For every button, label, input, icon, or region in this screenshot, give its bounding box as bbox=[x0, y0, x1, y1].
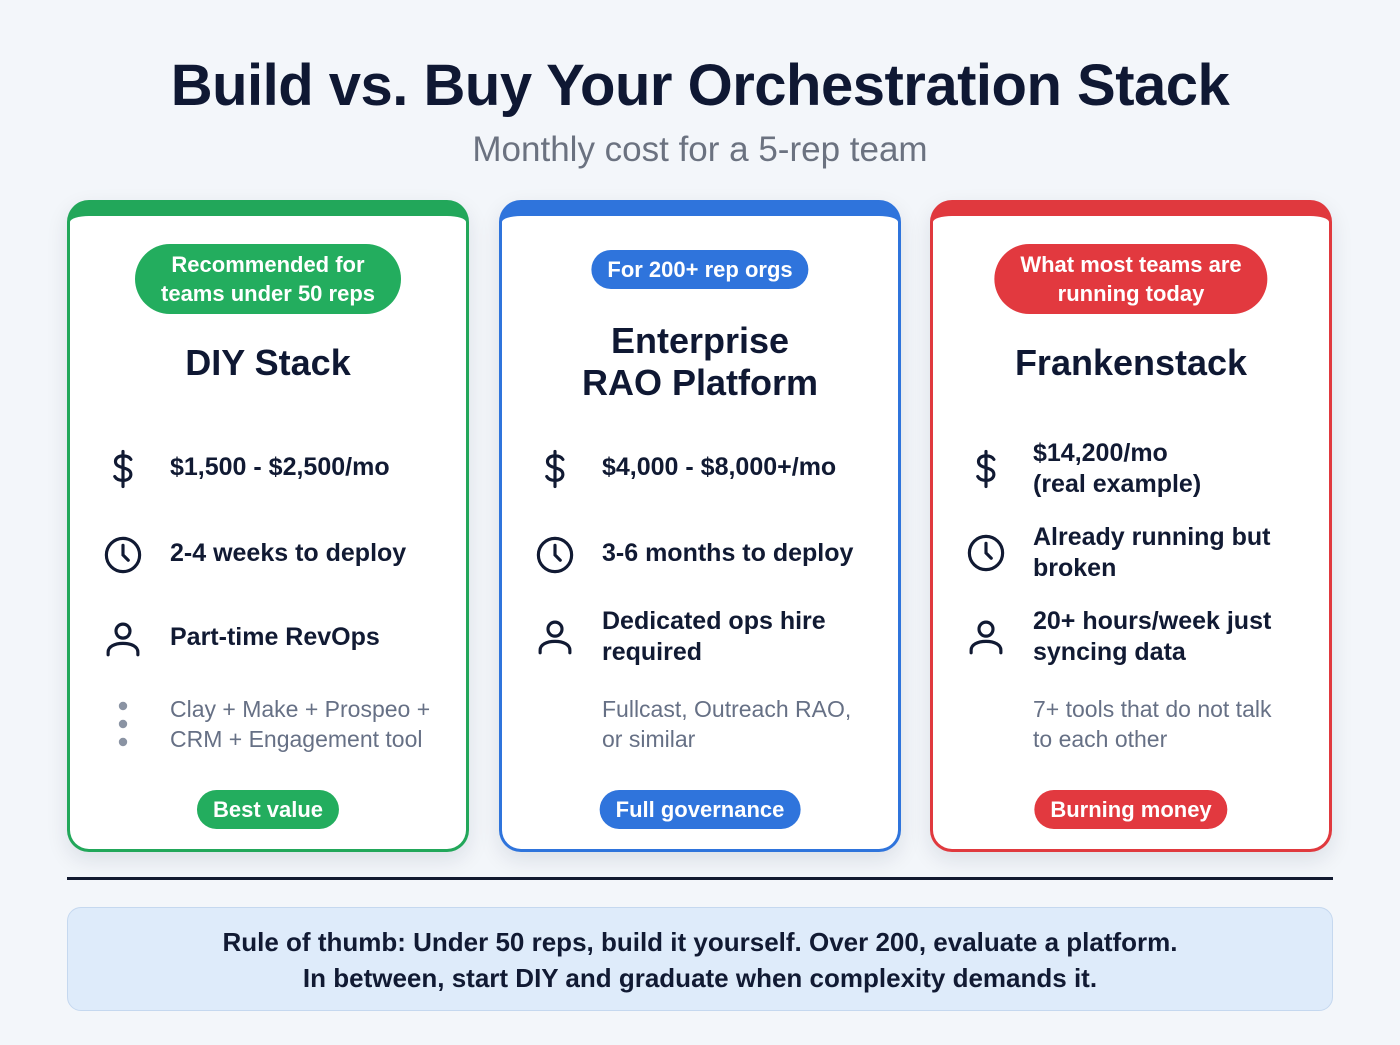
clock-icon bbox=[100, 532, 146, 578]
staff-row: 20+ hours/week just syncing data bbox=[963, 606, 1309, 668]
tools-text: 7+ tools that do not talk to each other bbox=[1033, 694, 1271, 754]
card-frankenstack: What most teams are running today Franke… bbox=[930, 200, 1332, 852]
cost-text: $4,000 - $8,000+/mo bbox=[602, 453, 837, 481]
staff-text: 20+ hours/week just syncing data bbox=[1033, 606, 1271, 668]
section-divider bbox=[67, 877, 1333, 880]
tools-line: CRM + Engagement tool bbox=[170, 726, 423, 752]
title-line: RAO Platform bbox=[581, 362, 819, 403]
user-icon bbox=[100, 616, 146, 662]
cost-text: $14,200/mo (real example) bbox=[1033, 438, 1201, 500]
page-subtitle: Monthly cost for a 5-rep team bbox=[472, 130, 928, 169]
title-line: Enterprise bbox=[610, 320, 790, 361]
dollar-icon bbox=[532, 446, 578, 492]
spacer bbox=[963, 694, 1009, 740]
deploy-text: 3-6 months to deploy bbox=[602, 539, 854, 567]
tools-row: 7+ tools that do not talk to each other bbox=[963, 694, 1309, 754]
dollar-icon bbox=[100, 446, 146, 492]
deploy-text: Already running but broken bbox=[1033, 522, 1271, 584]
burning-money-badge: Burning money bbox=[1034, 790, 1228, 829]
tools-line: or similar bbox=[602, 726, 696, 752]
tools-row: Clay + Make + Prospeo + CRM + Engagement… bbox=[100, 694, 446, 754]
best-value-badge: Best value bbox=[196, 790, 340, 829]
dots-icon bbox=[100, 694, 146, 754]
user-icon bbox=[963, 614, 1009, 660]
rule-of-thumb-callout: Rule of thumb: Under 50 reps, build it y… bbox=[67, 907, 1333, 1011]
recommended-tag: Recommended for teams under 50 reps bbox=[135, 244, 401, 314]
deploy-text: 2-4 weeks to deploy bbox=[170, 539, 407, 567]
tag-line: running today bbox=[1057, 281, 1205, 306]
deploy-row: Already running but broken bbox=[963, 522, 1309, 584]
deploy-row: 2-4 weeks to deploy bbox=[100, 532, 446, 578]
card-title: DIY Stack bbox=[185, 342, 351, 383]
cost-line: (real example) bbox=[1033, 470, 1202, 498]
tools-row: Fullcast, Outreach RAO, or similar bbox=[532, 694, 878, 754]
cost-text: $1,500 - $2,500/mo bbox=[170, 453, 390, 481]
cost-line: $14,200/mo bbox=[1033, 439, 1168, 467]
deploy-row: 3-6 months to deploy bbox=[532, 532, 878, 578]
cost-row: $14,200/mo (real example) bbox=[963, 438, 1309, 500]
card-title: Enterprise RAO Platform bbox=[502, 320, 898, 404]
card-diy-stack: Recommended for teams under 50 reps DIY … bbox=[67, 200, 469, 852]
tools-text: Clay + Make + Prospeo + CRM + Engagement… bbox=[170, 694, 430, 754]
callout-line: In between, start DIY and graduate when … bbox=[302, 963, 1098, 993]
full-governance-badge: Full governance bbox=[599, 790, 801, 829]
tag-line: Recommended for bbox=[171, 252, 365, 277]
staff-line: Dedicated ops hire bbox=[602, 607, 826, 635]
deploy-line: broken bbox=[1033, 554, 1117, 582]
card-title: Frankenstack bbox=[1014, 342, 1248, 383]
cost-row: $1,500 - $2,500/mo bbox=[100, 446, 446, 492]
cost-row: $4,000 - $8,000+/mo bbox=[532, 446, 878, 492]
staff-line: 20+ hours/week just bbox=[1033, 607, 1272, 635]
staff-text: Dedicated ops hire required bbox=[602, 606, 826, 668]
staff-line: required bbox=[602, 638, 703, 666]
tools-line: Clay + Make + Prospeo + bbox=[170, 696, 431, 722]
user-icon bbox=[532, 614, 578, 660]
staff-text: Part-time RevOps bbox=[170, 623, 380, 651]
tag-line: What most teams are bbox=[1020, 252, 1242, 277]
spacer bbox=[532, 694, 578, 740]
tools-text: Fullcast, Outreach RAO, or similar bbox=[602, 694, 851, 754]
clock-icon bbox=[532, 532, 578, 578]
card-enterprise-rao: For 200+ rep orgs Enterprise RAO Platfor… bbox=[499, 200, 901, 852]
staff-row: Part-time RevOps bbox=[100, 616, 446, 662]
clock-icon bbox=[963, 530, 1009, 576]
dollar-icon bbox=[963, 446, 1009, 492]
deploy-line: Already running but bbox=[1033, 523, 1271, 551]
page-title: Build vs. Buy Your Orchestration Stack bbox=[170, 53, 1230, 118]
tag-line: teams under 50 reps bbox=[161, 281, 375, 306]
staff-row: Dedicated ops hire required bbox=[532, 606, 878, 668]
tools-line: to each other bbox=[1033, 726, 1168, 752]
org-size-tag: For 200+ rep orgs bbox=[591, 250, 809, 289]
tools-line: Fullcast, Outreach RAO, bbox=[602, 696, 852, 722]
tools-line: 7+ tools that do not talk bbox=[1033, 696, 1272, 722]
staff-line: syncing data bbox=[1033, 638, 1186, 666]
current-state-tag: What most teams are running today bbox=[994, 244, 1268, 314]
callout-line: Rule of thumb: Under 50 reps, build it y… bbox=[222, 927, 1178, 957]
